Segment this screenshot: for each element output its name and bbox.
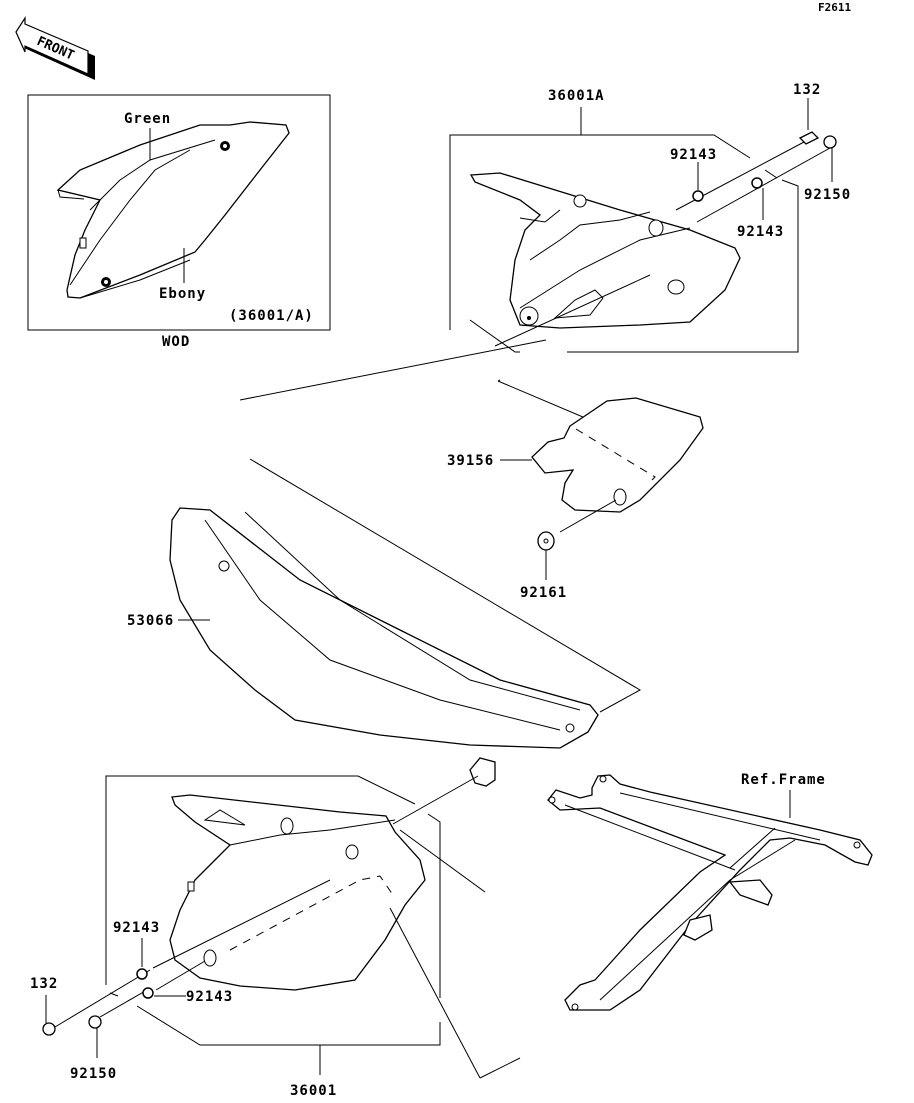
ref-frame: Ref.Frame <box>547 772 873 1011</box>
label-92150-top[interactable]: 92150 <box>804 187 851 203</box>
label-92143-bottom-1[interactable]: 92143 <box>113 920 160 936</box>
pad-39156: 39156 <box>447 397 704 513</box>
inset-ref: (36001/A) <box>229 308 314 324</box>
label-92150-bottom[interactable]: 92150 <box>70 1066 117 1082</box>
seat-53066: 53066 <box>127 507 599 825</box>
label-92143-top-2[interactable]: 92143 <box>737 224 784 240</box>
side-cover-group: 36001 92143 92143 132 92150 <box>30 775 521 1099</box>
color-variant-inset: Green Ebony (36001/A) WOD <box>27 94 331 350</box>
inset-green-callout: Green <box>124 111 171 127</box>
label-92143-bottom-2[interactable]: 92143 <box>186 989 233 1005</box>
label-ref-frame[interactable]: Ref.Frame <box>741 772 826 788</box>
front-arrow-icon: FRONT <box>15 15 95 80</box>
label-132-bottom[interactable]: 132 <box>30 976 58 992</box>
label-53066[interactable]: 53066 <box>127 613 174 629</box>
label-39156[interactable]: 39156 <box>447 453 494 469</box>
damper-92161: 92161 <box>520 499 617 601</box>
inset-ebony-callout: Ebony <box>159 286 206 302</box>
label-92143-top-1[interactable]: 92143 <box>670 147 717 163</box>
label-36001a[interactable]: 36001A <box>548 88 605 104</box>
figure-code: F2611 <box>818 1 851 14</box>
inset-caption: WOD <box>162 334 190 350</box>
label-132-top[interactable]: 132 <box>793 82 821 98</box>
label-92161[interactable]: 92161 <box>520 585 567 601</box>
side-cover-a-group: 36001A 92143 92143 132 92150 <box>239 82 851 401</box>
label-36001[interactable]: 36001 <box>290 1083 337 1099</box>
